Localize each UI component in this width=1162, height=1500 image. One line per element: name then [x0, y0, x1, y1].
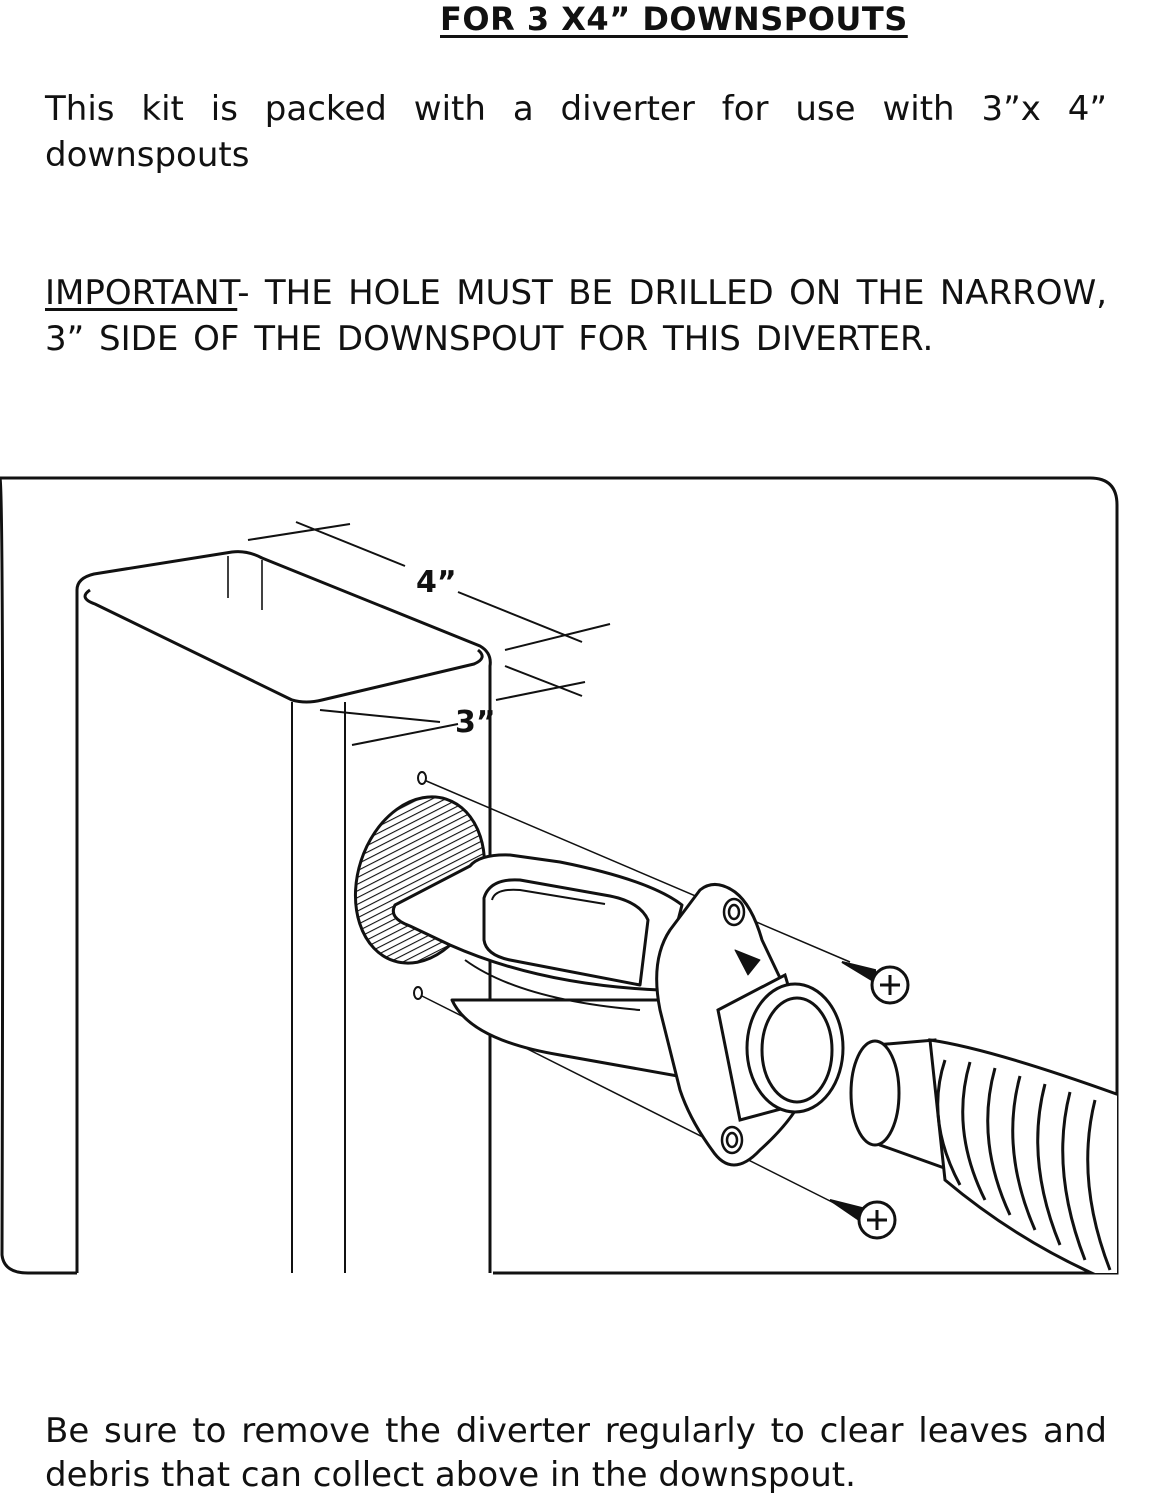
important-text: - THE HOLE MUST BE DRILLED ON THE NARROW… — [45, 273, 1107, 359]
dimension-4-inch-label: 4” — [416, 565, 457, 600]
page-heading: FOR 3 X4” DOWNSPOUTS — [440, 0, 908, 38]
drain-hose — [849, 1038, 1117, 1273]
flange-screw-holes — [720, 897, 746, 1155]
screw-upper — [841, 961, 910, 1005]
pipe-screw-holes — [413, 771, 427, 1000]
intro-paragraph: This kit is packed with a diverter for u… — [45, 89, 1107, 175]
screw-lower — [829, 1199, 897, 1240]
dimension-lines — [247, 521, 611, 746]
important-paragraph: IMPORTANT- THE HOLE MUST BE DRILLED ON T… — [45, 270, 1107, 362]
installation-diagram: 4” 3” — [0, 476, 1119, 1275]
diverter — [391, 853, 722, 1082]
important-label: IMPORTANT — [45, 273, 238, 313]
diagram-frame — [0, 476, 1119, 1275]
diverter-outlet — [716, 972, 845, 1122]
footer-paragraph: Be sure to remove the diverter regularly… — [45, 1411, 1107, 1495]
dimension-3-inch-label: 3” — [455, 705, 496, 740]
downspout-pipe — [75, 550, 492, 1273]
